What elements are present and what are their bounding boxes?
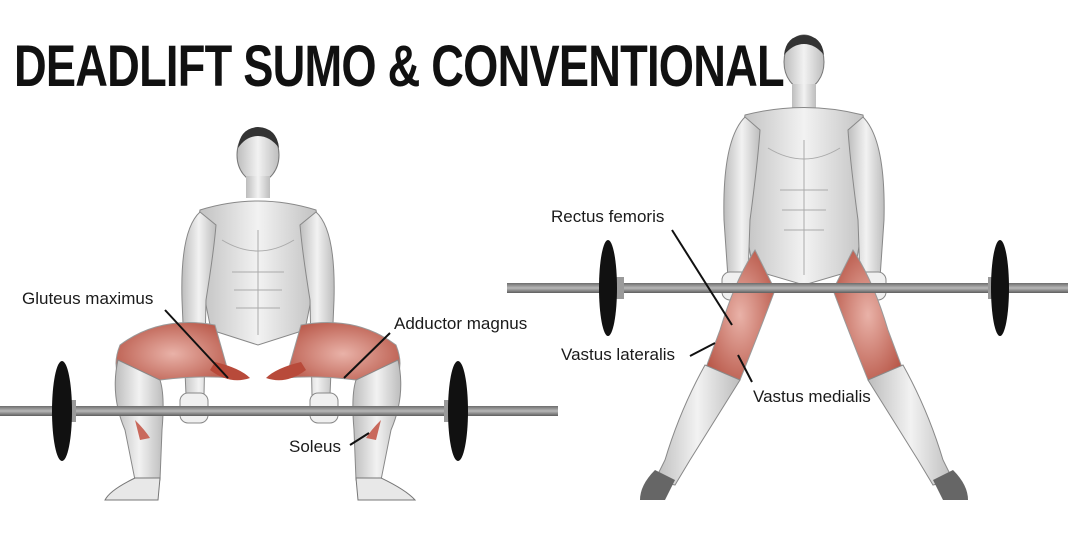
label-rectus-femoris: Rectus femoris: [551, 207, 665, 226]
label-adductor-magnus: Adductor magnus: [394, 314, 528, 333]
label-soleus: Soleus: [289, 437, 341, 456]
label-gluteus-maximus: Gluteus maximus: [22, 289, 154, 308]
page-title: DEADLIFT SUMO & CONVENTIONAL: [14, 34, 785, 99]
sumo-barbell: [0, 361, 558, 461]
conventional-barbell: [507, 240, 1068, 336]
sumo-figure: [104, 127, 417, 501]
label-vastus-medialis: Vastus medialis: [753, 387, 871, 406]
leader-lines: [164, 229, 753, 446]
label-vastus-lateralis: Vastus lateralis: [561, 345, 676, 364]
conventional-figure: [640, 34, 968, 500]
